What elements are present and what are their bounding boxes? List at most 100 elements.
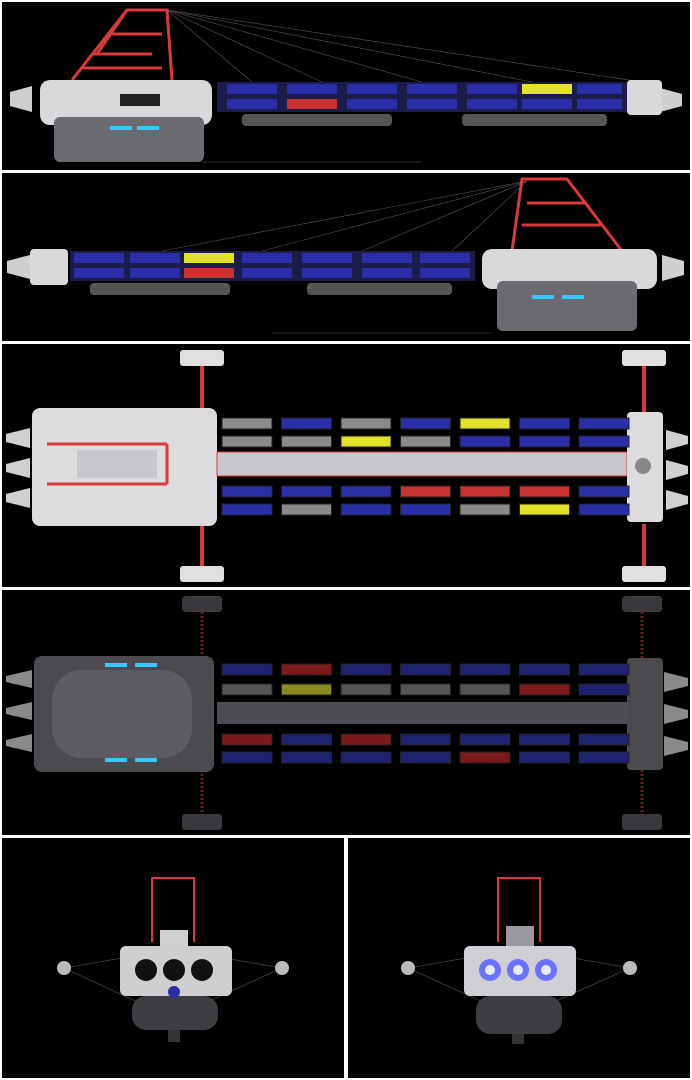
cargo-container bbox=[400, 503, 451, 516]
docking-port-icon bbox=[635, 458, 651, 474]
cargo-container bbox=[221, 417, 273, 430]
cargo-container bbox=[400, 417, 451, 430]
lower-hull bbox=[497, 281, 637, 331]
cargo-container bbox=[340, 751, 392, 764]
engine-nozzles bbox=[6, 428, 688, 510]
starboard-pod-icon bbox=[275, 961, 289, 975]
cargo-container bbox=[281, 417, 332, 430]
side-view-left-panel bbox=[2, 2, 690, 170]
cargo-container bbox=[519, 417, 570, 430]
cargo-container bbox=[340, 417, 392, 430]
rear-view-panel bbox=[348, 838, 690, 1078]
port-pod-icon bbox=[57, 961, 71, 975]
cargo-container bbox=[281, 663, 332, 676]
cargo-container bbox=[221, 503, 273, 516]
cargo-container bbox=[221, 663, 273, 676]
cargo-container bbox=[519, 503, 570, 516]
cargo-container bbox=[221, 733, 273, 746]
cargo-container bbox=[221, 751, 273, 764]
cargo-container bbox=[459, 417, 511, 430]
cargo-container bbox=[281, 435, 332, 448]
bridge-hull bbox=[482, 249, 657, 289]
cargo-container bbox=[340, 683, 392, 696]
lower-hull bbox=[54, 117, 204, 162]
top-view-panel bbox=[2, 344, 690, 587]
cargo-container bbox=[459, 733, 511, 746]
crane-rails bbox=[47, 442, 169, 486]
lower-hull bbox=[132, 996, 218, 1030]
rigging-lines bbox=[166, 9, 643, 163]
cargo-container bbox=[281, 485, 332, 498]
side-view-right-panel bbox=[2, 173, 690, 341]
crane-truss bbox=[497, 877, 541, 942]
cargo-container bbox=[519, 435, 570, 448]
container-grid bbox=[221, 663, 630, 764]
cargo-container bbox=[281, 503, 332, 516]
crane-truss bbox=[70, 8, 174, 81]
cargo-container bbox=[340, 733, 392, 746]
cargo-container bbox=[459, 435, 511, 448]
cargo-container bbox=[400, 683, 451, 696]
cargo-spine bbox=[217, 702, 627, 724]
front-view-drawing bbox=[57, 877, 289, 1042]
side-view-right-drawing bbox=[7, 177, 684, 334]
cargo-container bbox=[340, 485, 392, 498]
cargo-container bbox=[578, 733, 630, 746]
cargo-container bbox=[281, 733, 332, 746]
rigging-lines bbox=[161, 180, 528, 334]
stern-module bbox=[30, 249, 68, 285]
cargo-container bbox=[459, 683, 511, 696]
bridge-window bbox=[120, 94, 160, 106]
outrigger-pods bbox=[180, 350, 666, 582]
stern-module bbox=[627, 80, 662, 115]
cargo-container bbox=[400, 663, 451, 676]
rear-view-drawing bbox=[401, 877, 637, 1044]
cargo-container bbox=[519, 733, 570, 746]
cargo-container bbox=[519, 683, 570, 696]
cargo-container bbox=[340, 503, 392, 516]
starboard-pod-icon bbox=[623, 961, 637, 975]
top-view-drawing bbox=[6, 350, 688, 582]
cargo-container bbox=[221, 435, 273, 448]
cargo-container bbox=[578, 485, 630, 498]
cargo-container bbox=[578, 683, 630, 696]
cargo-container bbox=[459, 485, 511, 498]
lower-hull bbox=[476, 996, 562, 1034]
cargo-container bbox=[340, 435, 392, 448]
cargo-container bbox=[578, 663, 630, 676]
outrigger-trusses bbox=[200, 612, 644, 814]
cargo-container bbox=[578, 503, 630, 516]
front-view-panel bbox=[2, 838, 344, 1078]
cargo-container bbox=[459, 663, 511, 676]
cargo-container bbox=[459, 503, 511, 516]
cargo-container bbox=[519, 663, 570, 676]
cargo-container bbox=[578, 417, 630, 430]
crane-truss bbox=[151, 877, 195, 942]
outrigger-pods bbox=[182, 596, 662, 830]
cargo-container bbox=[400, 435, 451, 448]
cargo-container bbox=[221, 683, 273, 696]
engine-nozzles bbox=[10, 86, 682, 112]
bottom-view-panel bbox=[2, 590, 690, 835]
engine-glow-icon bbox=[479, 959, 557, 981]
cargo-container bbox=[578, 435, 630, 448]
cargo-container bbox=[400, 733, 451, 746]
side-view-left-drawing bbox=[10, 8, 682, 163]
port-pod-icon bbox=[401, 961, 415, 975]
cargo-container bbox=[519, 485, 570, 498]
stern-hub bbox=[627, 658, 663, 770]
cargo-spine bbox=[216, 451, 628, 477]
container-grid bbox=[221, 417, 630, 516]
cargo-container bbox=[400, 485, 451, 498]
cargo-container bbox=[221, 485, 273, 498]
cargo-container bbox=[281, 683, 332, 696]
crane-truss bbox=[510, 177, 624, 252]
cargo-container bbox=[281, 751, 332, 764]
cargo-container bbox=[519, 751, 570, 764]
engine-nozzles bbox=[7, 255, 684, 281]
container-blocks bbox=[74, 253, 470, 278]
cargo-container bbox=[400, 751, 451, 764]
bottom-view-drawing bbox=[6, 596, 688, 830]
engine-nozzles bbox=[6, 670, 688, 756]
cargo-container bbox=[340, 663, 392, 676]
